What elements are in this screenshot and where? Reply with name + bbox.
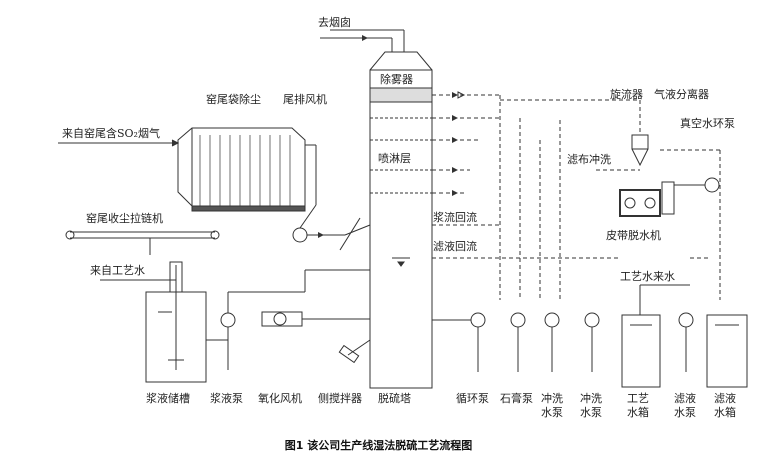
filtrate-tank — [706, 314, 748, 388]
filtrate-pump-label-bottom: 水泵 — [674, 406, 696, 419]
process-tank-label-top: 工艺 — [627, 392, 649, 405]
valve-icons — [318, 35, 466, 238]
spray-layer-label: 喷淋层 — [378, 152, 411, 165]
from-process-water-label: 来自工艺水 — [90, 264, 145, 277]
circulation-pump-label: 循环泵 — [456, 392, 489, 405]
flush-pump-1-label-bottom: 水泵 — [541, 406, 563, 419]
chain-conveyor — [65, 230, 220, 255]
tail-fan — [292, 204, 371, 251]
filtrate-tank-label-bottom: 水箱 — [714, 406, 736, 419]
side-agitator — [338, 339, 371, 364]
demister-label: 除雾器 — [380, 73, 413, 86]
vacuum-pump-label: 真空水环泵 — [680, 117, 735, 130]
bottom-pumps — [432, 312, 694, 372]
tail-fan-label: 尾排风机 — [283, 93, 327, 106]
piping-network — [432, 94, 721, 300]
kiln-bag-dust-label: 窑尾袋除尘 — [206, 93, 261, 106]
desulfurization-tower-label: 脱硫塔 — [378, 392, 411, 405]
oxidation-fan-label: 氧化风机 — [258, 392, 302, 405]
slurry-tank-label: 浆液储槽 — [146, 392, 190, 405]
belt-dewater — [619, 189, 661, 217]
process-water-tank — [621, 314, 661, 388]
bag-dust-collector — [58, 127, 317, 212]
gas-liquid-separator-label: 气液分离器 — [654, 88, 709, 101]
filtrate-tank-label-top: 滤液 — [714, 392, 736, 405]
side-agitator-label: 侧搅拌器 — [318, 392, 362, 405]
flush-pump-2-label-top: 冲洗 — [580, 392, 602, 405]
process-tank-label-bottom: 水箱 — [627, 406, 649, 419]
slurry-pump — [206, 269, 370, 370]
slurry-return-label: 浆流回流 — [433, 211, 477, 224]
filtrate-pump-label-top: 滤液 — [674, 392, 696, 405]
oxidation-fan — [261, 311, 370, 327]
desulfurization-tower — [320, 29, 433, 389]
belt-dewater-label: 皮带脱水机 — [606, 229, 661, 242]
cyclone-label: 旋流器 — [610, 88, 643, 101]
to-stack-label: 去烟囱 — [318, 16, 351, 29]
flush-pump-2-label-bottom: 水泵 — [580, 406, 602, 419]
kiln-chain-conveyor-label: 窑尾收尘拉链机 — [86, 212, 163, 225]
gypsum-pump-label: 石膏泵 — [500, 392, 533, 405]
process-water-in-label: 工艺水来水 — [620, 270, 675, 283]
filtrate-return-label: 滤液回流 — [433, 240, 477, 253]
cyclone — [631, 134, 649, 167]
flush-pump-1-label-top: 冲洗 — [541, 392, 563, 405]
from-kiln-so2-label: 来自窑尾含SO₂烟气 — [62, 127, 160, 140]
filter-cloth-flush-label: 滤布冲洗 — [567, 153, 611, 166]
slurry-tank — [100, 261, 207, 383]
figure-caption: 图1 该公司生产线湿法脱硫工艺流程图 — [284, 439, 473, 452]
gas-liquid-separator — [661, 181, 675, 215]
vacuum-pump — [674, 177, 720, 193]
slurry-pump-label: 浆液泵 — [210, 392, 243, 405]
